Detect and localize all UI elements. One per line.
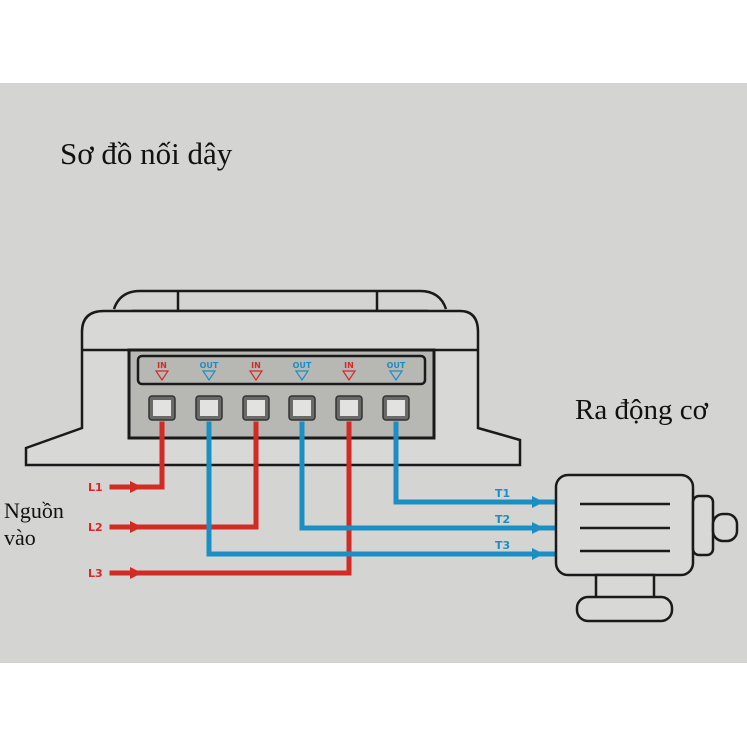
housing-top-cap: [112, 289, 448, 310]
arrow-icon: [532, 548, 544, 560]
motor-base: [575, 595, 674, 623]
terminal-direction-icon: [388, 370, 404, 382]
terminal-screw-face: [293, 400, 311, 416]
terminal-label: OUT: [200, 361, 219, 370]
arrow-icon: [532, 496, 544, 508]
output-line-label: T3: [495, 539, 510, 552]
terminal-screw-face: [153, 400, 171, 416]
motor-shaft-housing: [691, 494, 715, 557]
source-label-line1: Nguồn: [4, 498, 64, 523]
output-wire-t3: [206, 421, 559, 557]
terminal-label-strip: [136, 354, 427, 386]
input-line-label: L1: [88, 481, 103, 494]
output-wire-t1: [393, 421, 559, 505]
terminal-4[interactable]: OUT: [288, 361, 316, 421]
power-source-label: Nguồn vào: [4, 497, 64, 551]
terminal-label: IN: [344, 361, 354, 370]
terminal-screw-face: [200, 400, 218, 416]
input-wire-l3: [109, 421, 352, 576]
terminal-direction-icon: [201, 370, 217, 382]
terminal-direction-icon: [248, 370, 264, 382]
motor-body: [554, 473, 695, 577]
terminal-label: IN: [251, 361, 261, 370]
controller-housing: [24, 289, 522, 467]
terminal-direction-icon: [154, 370, 170, 382]
arrow-icon: [130, 521, 142, 533]
arrow-icon: [532, 522, 544, 534]
input-line-label: L3: [88, 567, 103, 580]
arrow-icon: [130, 567, 142, 579]
output-wire-t2: [299, 421, 559, 531]
terminal-label: OUT: [387, 361, 406, 370]
output-line-label: T2: [495, 513, 510, 526]
terminal-6[interactable]: OUT: [382, 361, 410, 421]
motor-output-label: Ra động cơ: [575, 394, 708, 426]
motor-icon: [554, 473, 739, 623]
terminal-2[interactable]: OUT: [195, 361, 223, 421]
terminals: IN OUT IN OUT IN OUT: [148, 361, 410, 421]
terminal-direction-icon: [341, 370, 357, 382]
source-label-line2: vào: [4, 525, 36, 550]
input-wire-l1: [109, 421, 165, 490]
output-line-label: T1: [495, 487, 510, 500]
terminal-screw-face: [247, 400, 265, 416]
terminal-1[interactable]: IN: [148, 361, 176, 421]
input-line-label: L2: [88, 521, 103, 534]
terminal-direction-icon: [294, 370, 310, 382]
terminal-label: OUT: [293, 361, 312, 370]
terminal-3[interactable]: IN: [242, 361, 270, 421]
terminal-5[interactable]: IN: [335, 361, 363, 421]
motor-shaft: [711, 512, 739, 543]
diagram-title: Sơ đồ nối dây: [60, 136, 233, 171]
arrow-icon: [130, 481, 142, 493]
terminal-panel: [127, 348, 436, 440]
input-wire-l2: [109, 421, 259, 530]
terminal-screw-face: [340, 400, 358, 416]
terminal-screw-face: [387, 400, 405, 416]
motor-stand: [594, 573, 656, 600]
terminal-label: IN: [157, 361, 167, 370]
